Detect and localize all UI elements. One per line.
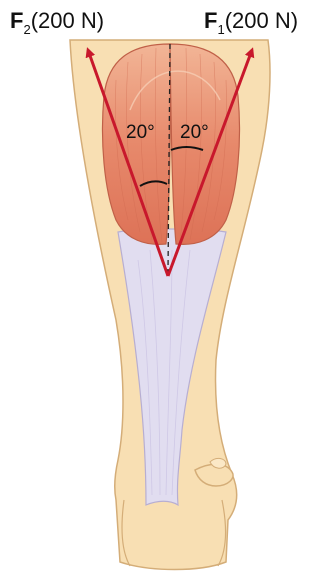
- force-subscript-f2: 2: [23, 22, 30, 37]
- angle-label-left: 20°: [126, 122, 155, 143]
- force-magnitude-f1: (200 N): [225, 8, 298, 33]
- force-symbol-f1: F: [204, 8, 217, 33]
- angle-label-right: 20°: [180, 122, 209, 143]
- force-subscript-f1: 1: [217, 22, 224, 37]
- force-magnitude-f2: (200 N): [31, 8, 104, 33]
- force-symbol-f2: F: [10, 8, 23, 33]
- force-label-f1: F1(200 N): [204, 8, 298, 37]
- force-label-f2: F2(200 N): [10, 8, 104, 37]
